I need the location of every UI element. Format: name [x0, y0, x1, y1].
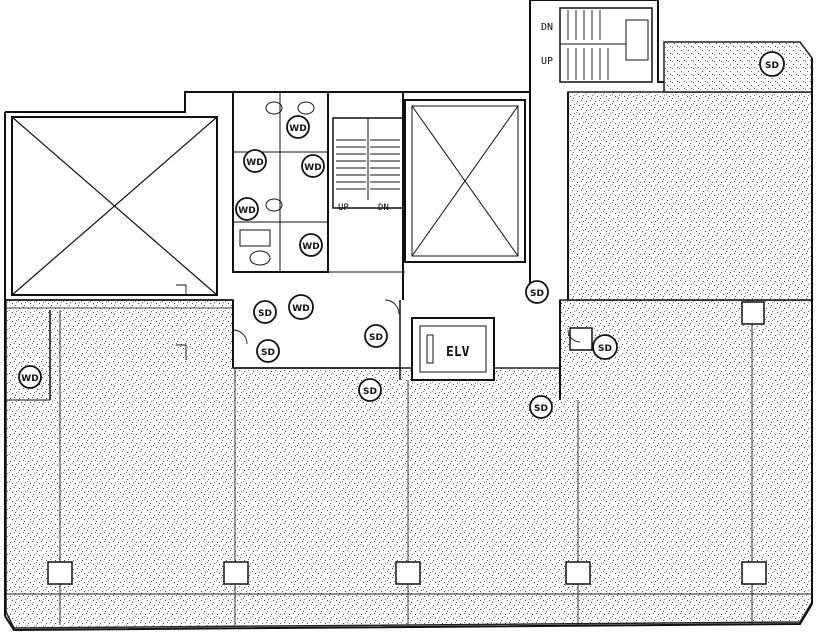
- central-stair-down-label: DN: [378, 203, 389, 213]
- columns: [47, 301, 767, 585]
- toilet-core: [232, 91, 329, 273]
- detector-sd-1: SD: [253, 300, 277, 324]
- detector-sd-3: SD: [364, 324, 388, 348]
- detector-sd-6: SD: [529, 395, 553, 419]
- central-stair-up-label: UP: [338, 203, 349, 213]
- escape-staircase-top: [559, 7, 653, 83]
- top-stair-down-label: DN: [541, 22, 553, 33]
- detector-sd-2: SD: [256, 339, 280, 363]
- detector-wd-1: WD: [243, 149, 267, 173]
- wd-label: WD: [21, 374, 38, 384]
- detector-wd-7: WD: [18, 365, 42, 389]
- detector-wd-3: WD: [286, 115, 310, 139]
- central-staircase: [332, 117, 404, 209]
- wd-label: WD: [304, 163, 321, 173]
- detector-wd-5: WD: [299, 233, 323, 257]
- detector-sd-7: SD: [592, 334, 618, 360]
- outer-walls: [4, 0, 813, 632]
- detector-sd-4: SD: [358, 378, 382, 402]
- void-area-left: [11, 116, 218, 296]
- sd-label: SD: [258, 309, 272, 319]
- wd-label: WD: [302, 242, 319, 252]
- elevator-shaft: [411, 317, 495, 381]
- detector-wd-6: WD: [288, 294, 314, 320]
- detector-wd-2: WD: [301, 154, 325, 178]
- wd-label: WD: [246, 158, 263, 168]
- wd-label: WD: [292, 304, 309, 314]
- sd-label: SD: [765, 61, 779, 71]
- top-stair-up-label: UP: [541, 56, 553, 67]
- wd-label: WD: [289, 124, 306, 134]
- elevator-label: ELV: [446, 345, 470, 360]
- sd-label: SD: [363, 387, 377, 397]
- sd-label: SD: [369, 333, 383, 343]
- sd-label: SD: [530, 289, 544, 299]
- detector-sd-5: SD: [525, 280, 549, 304]
- wd-label: WD: [238, 206, 255, 216]
- interior-partitions: [6, 92, 812, 401]
- detector-wd-4: WD: [235, 197, 259, 221]
- shaft-void-center: [404, 99, 526, 263]
- sd-label: SD: [261, 348, 275, 358]
- sd-label: SD: [598, 344, 612, 354]
- door-swings: [176, 284, 581, 360]
- detector-sd-8: SD: [759, 51, 785, 77]
- sd-label: SD: [534, 404, 548, 414]
